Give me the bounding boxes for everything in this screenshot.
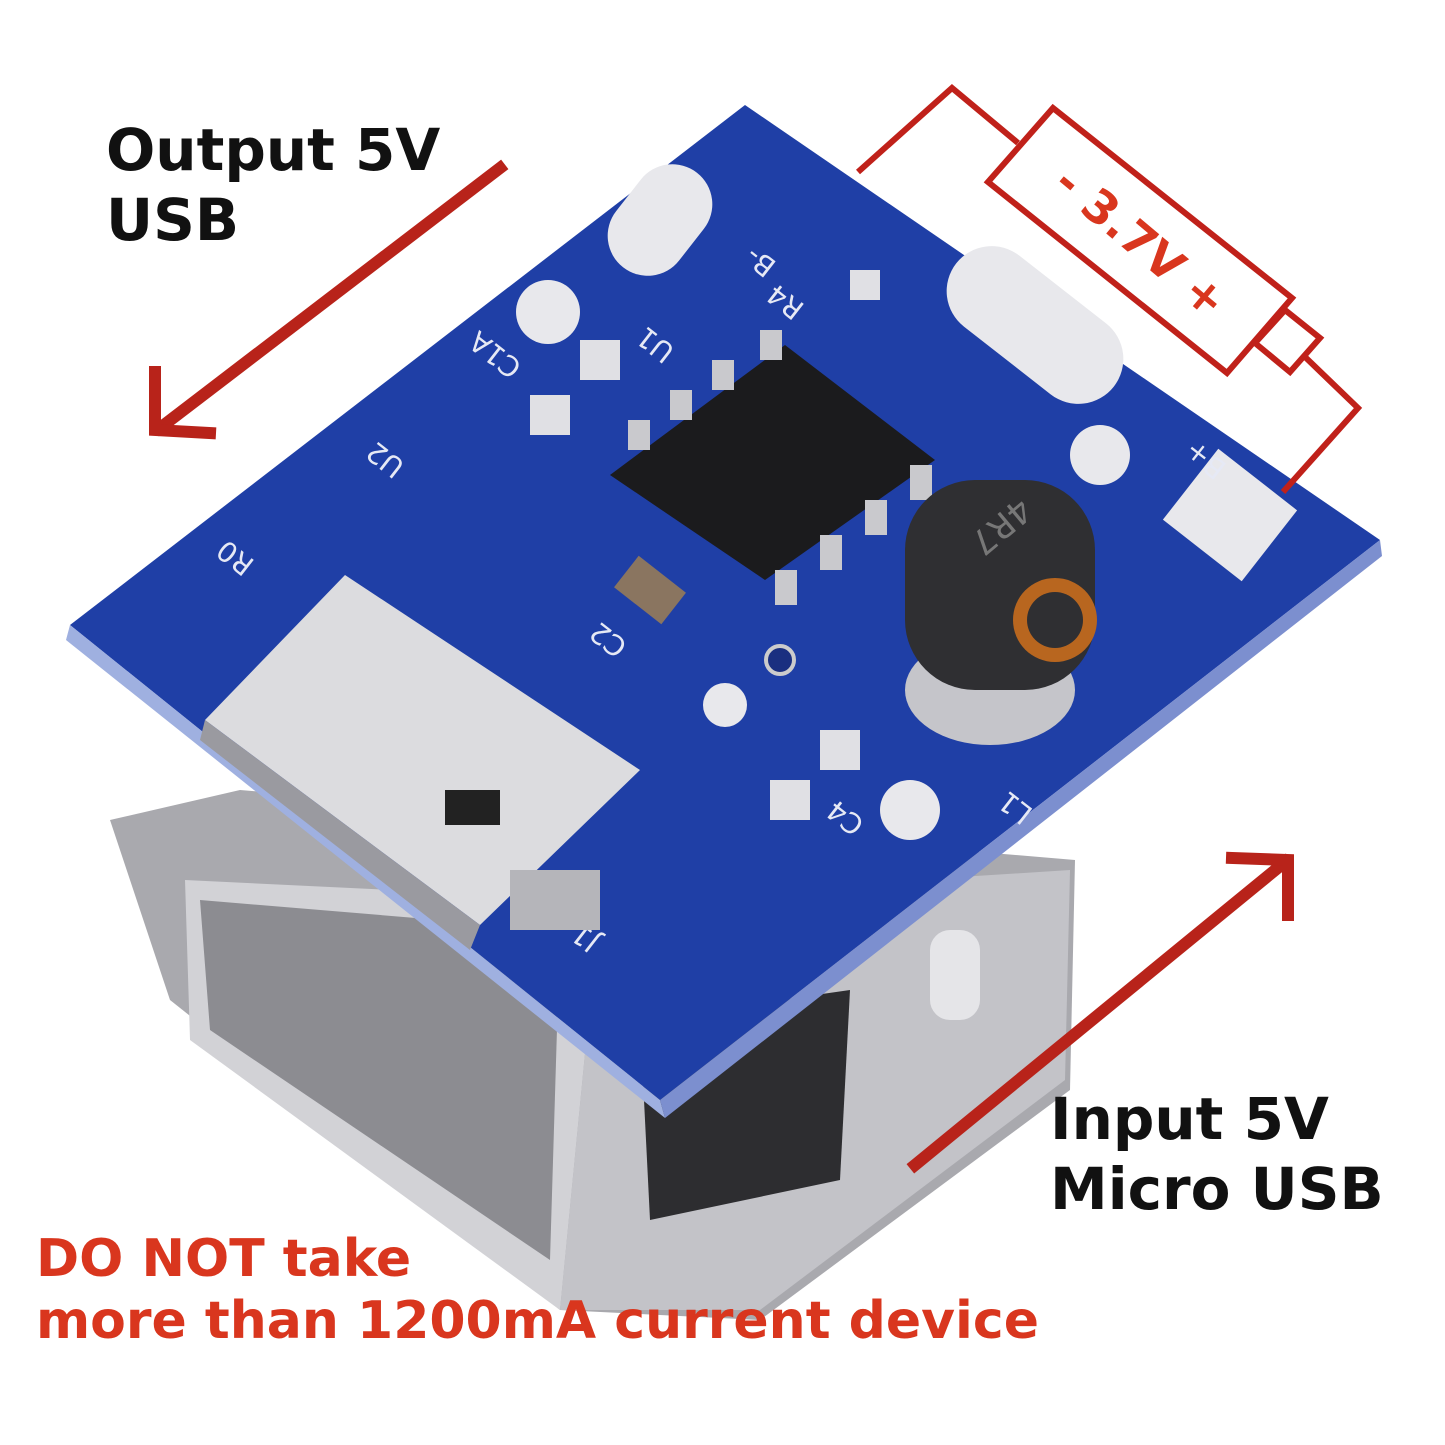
input-label-line2: Micro USB — [1050, 1154, 1384, 1223]
input-arrow — [906, 851, 1294, 1174]
warning-label: DO NOT take more than 1200mA current dev… — [36, 1228, 1039, 1353]
warning-label-line2: more than 1200mA current device — [36, 1291, 1039, 1352]
micro-usb-port — [200, 575, 640, 950]
input-label: Input 5V Micro USB — [1050, 1085, 1384, 1224]
input-label-line1: Input 5V — [1050, 1085, 1329, 1153]
inductor: 4R7 — [905, 480, 1097, 745]
output-label-line2: USB — [106, 185, 240, 254]
battery-icon — [856, 84, 1363, 494]
capacitor — [614, 555, 686, 625]
warning-label-line1: DO NOT take — [36, 1229, 412, 1289]
ic-chip — [610, 330, 935, 605]
output-label: Output 5V USB — [106, 116, 440, 255]
output-label-line1: Output 5V — [106, 116, 441, 184]
output-arrow — [149, 159, 509, 440]
